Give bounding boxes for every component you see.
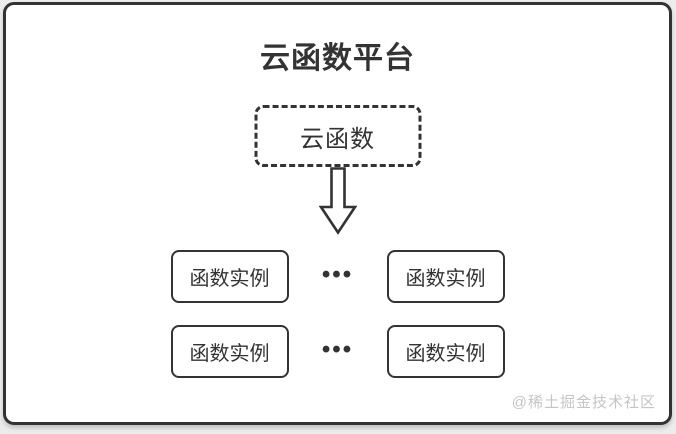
function-instance-label: 函数实例 xyxy=(189,343,270,365)
cloud-function-label: 云函数 xyxy=(300,125,375,153)
function-instance-label: 函数实例 xyxy=(405,268,486,290)
function-instance-box: 函数实例 xyxy=(386,250,505,303)
function-instance-box: 函数实例 xyxy=(170,325,289,378)
function-instance-label: 函数实例 xyxy=(189,268,270,290)
ellipsis-dots: ••• xyxy=(321,335,354,363)
watermark-text: @稀土掘金技术社区 xyxy=(511,394,656,411)
cloud-function-box: 云函数 xyxy=(254,105,421,167)
function-instance-box: 函数实例 xyxy=(386,325,505,378)
diagram-title: 云函数平台 xyxy=(260,42,415,75)
instance-row-1: 函数实例 ••• 函数实例 xyxy=(6,250,669,303)
function-instance-label: 函数实例 xyxy=(405,343,486,365)
instance-row-2: 函数实例 ••• 函数实例 xyxy=(6,325,669,378)
ellipsis-dots: ••• xyxy=(321,260,354,288)
function-instance-box: 函数实例 xyxy=(170,250,289,303)
diagram-card: 云函数平台 云函数 函数实例 ••• 函数实例 函数实例 ••• 函数实例 @稀… xyxy=(3,2,672,425)
down-block-arrow-icon xyxy=(318,167,357,235)
